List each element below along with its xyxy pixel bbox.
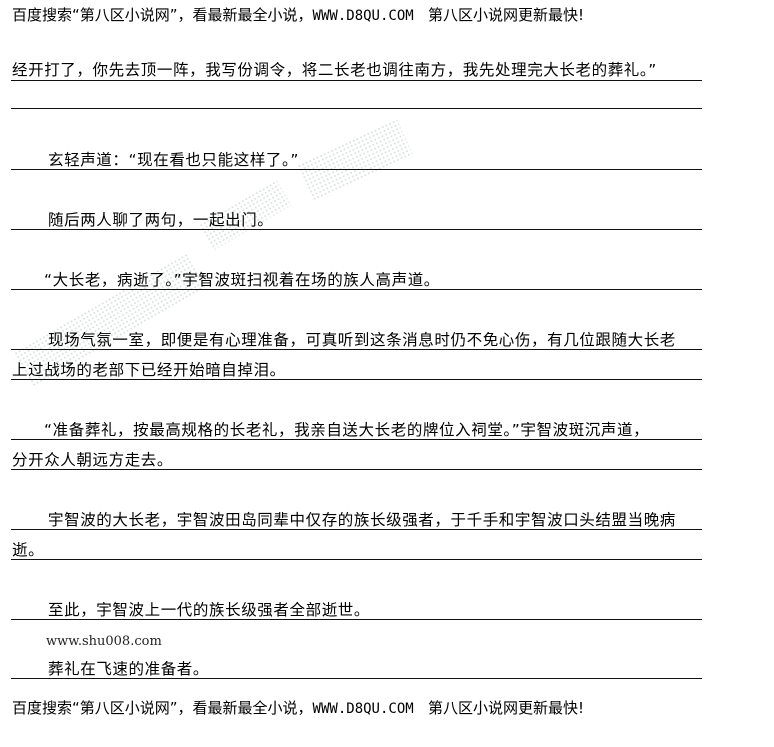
ruled-line xyxy=(11,379,702,380)
text-line: 逝。 xyxy=(12,541,45,559)
text-line: 分开众人朝远方走去。 xyxy=(12,451,174,469)
banner-url[interactable]: WWW.D8QU.COM xyxy=(312,701,414,717)
ruled-line xyxy=(11,619,702,620)
banner-prefix: 百度搜索“第八区小说网”，看最新最全小说， xyxy=(12,699,313,717)
ruled-line xyxy=(11,289,702,290)
ruled-dots xyxy=(11,472,702,474)
ruled-line xyxy=(11,108,702,109)
ruled-line xyxy=(11,229,702,230)
banner-suffix: 第八区小说网更新最快! xyxy=(428,699,585,717)
text-line: 宇智波的大长老，宇智波田岛同辈中仅存的族长级强者，于千手和宇智波口头结盟当晚病 xyxy=(48,511,676,529)
banner-suffix: 第八区小说网更新最快! xyxy=(428,6,585,24)
ruled-line xyxy=(11,439,702,440)
banner-prefix: 百度搜索“第八区小说网”，看最新最全小说， xyxy=(12,6,313,24)
banner-url[interactable]: WWW.D8QU.COM xyxy=(312,8,414,24)
ruled-line xyxy=(11,349,702,350)
ruled-dots xyxy=(11,232,702,234)
text-line: 玄轻声道：“现在看也只能这样了。” xyxy=(48,151,300,169)
ruled-dots xyxy=(11,372,702,374)
ruled-line xyxy=(11,469,702,470)
site-watermark-text: www.shu008.com xyxy=(46,634,162,649)
ruled-dots xyxy=(11,111,702,113)
ruled-line xyxy=(11,678,702,679)
watermark xyxy=(296,118,414,202)
ruled-line xyxy=(11,529,702,530)
text-line: 葬礼在飞速的准备者。 xyxy=(48,660,210,678)
footer-banner: 百度搜索“第八区小说网”，看最新最全小说，WWW.D8QU.COM 第八区小说网… xyxy=(12,697,584,718)
text-line: “大长老，病逝了。”宇智波斑扫视着在场的族人高声道。 xyxy=(44,271,440,289)
ruled-line xyxy=(11,169,702,170)
text-line: 现场气氛一室，即便是有心理准备，可真听到这条消息时仍不免心伤，有几位跟随大长老 xyxy=(48,331,676,349)
text-line: 至此，宇智波上一代的族长级强者全部逝世。 xyxy=(48,601,371,619)
header-banner: 百度搜索“第八区小说网”，看最新最全小说，WWW.D8QU.COM 第八区小说网… xyxy=(12,4,584,25)
text-line: 上过战场的老部下已经开始暗自掉泪。 xyxy=(12,361,286,379)
text-line: “准备葬礼，按最高规格的长老礼，我亲自送大长老的牌位入祠堂。”宇智波斑沉声道， xyxy=(44,421,650,439)
text-line: 经开打了，你先去顶一阵，我写份调令，将二长老也调往南方，我先处理完大长老的葬礼。… xyxy=(12,61,657,79)
text-line: 随后两人聊了两句，一起出门。 xyxy=(48,211,274,229)
ruled-line xyxy=(11,80,702,81)
ruled-line xyxy=(11,559,702,560)
ruled-dots xyxy=(11,562,702,564)
